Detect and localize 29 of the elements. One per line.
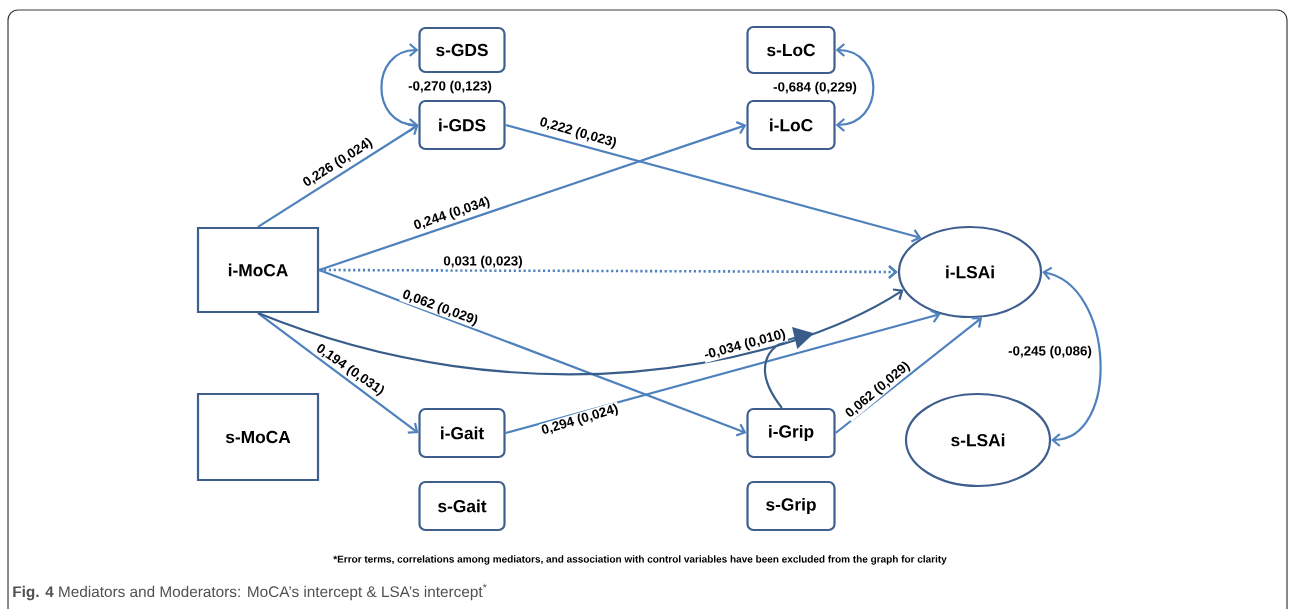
arrow [257, 312, 419, 434]
variable-box: s-MoCA [196, 392, 320, 482]
arrow [257, 288, 904, 376]
footnote: *Error terms, correlations among mediators, and association with control variables have been excluded from the graph for clarity [333, 555, 947, 565]
arrow [318, 121, 747, 272]
edge-label: 0,031 (0,023) [442, 254, 524, 270]
variable-box: s-GDS [418, 26, 506, 74]
edge-label: -0,034 (0,010) [701, 326, 789, 364]
variable-box: i-LoC [746, 99, 836, 151]
arrow [834, 317, 983, 434]
edge-label: 0,222 (0,023) [536, 114, 620, 152]
arrow [1042, 266, 1102, 447]
variable-box: i-MoCA [196, 226, 320, 314]
edge-label: -0,245 (0,086) [1007, 344, 1093, 360]
edge-label: -0,684 (0,229) [772, 80, 858, 96]
variable-box: s-Grip [746, 480, 836, 532]
arrow [505, 123, 922, 243]
caption: Fig. 4 Mediators and Moderators: MoCA’s intercept & LSA’s intercept$^{*}$ [13, 583, 487, 601]
variable-box: i-Gait [418, 407, 506, 459]
variable-box: i-GDS [418, 99, 506, 151]
arrow [505, 309, 941, 435]
arrow [835, 43, 875, 132]
variable-box: i-Grip [746, 407, 836, 459]
arrow [257, 123, 419, 228]
arrow [318, 268, 747, 437]
variable-box: s-LoC [746, 25, 836, 75]
variable-box: s-Gait [418, 480, 506, 532]
arrow [380, 43, 419, 132]
edge-label: -0,270 (0,123) [407, 79, 493, 95]
